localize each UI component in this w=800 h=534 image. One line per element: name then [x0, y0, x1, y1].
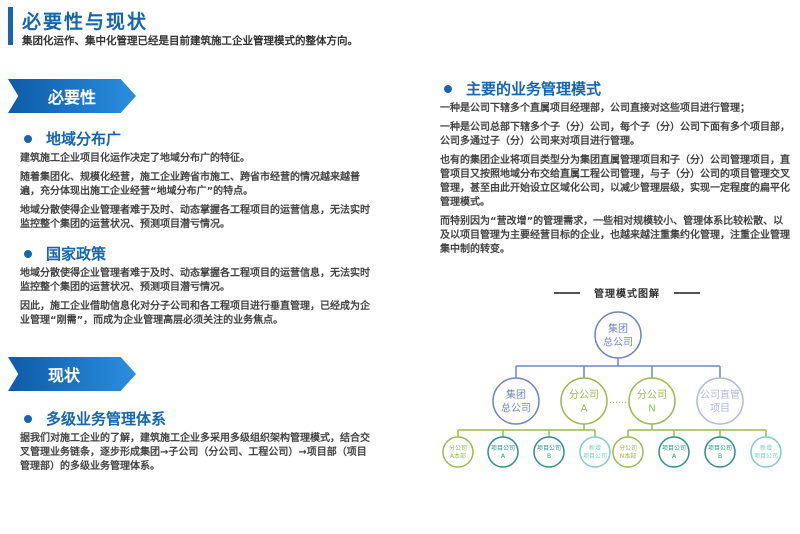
node-label: N本部 — [620, 452, 637, 460]
banner-necessity: 必要性 — [8, 79, 136, 113]
paragraph: 地域分散使得企业管理者难于及时、动态掌握各工程项目的运营信息，无法实时监控整个集… — [20, 205, 370, 230]
page-subtitle: 集团化运作、集中化管理已经是目前建筑施工企业管理模式的整体方向。 — [22, 35, 358, 47]
node-label: 新增 — [760, 444, 772, 452]
section-heading: 地域分布广 — [46, 130, 122, 148]
node-circle — [750, 436, 782, 468]
node-circle — [442, 436, 474, 468]
node-circle — [487, 436, 519, 468]
node-circle — [594, 311, 642, 359]
paragraph: 一种是公司下辖多个直属项目经理部，公司直接对这些项目进行管理； — [440, 103, 750, 114]
section-geographic: 地域分布广 建筑施工企业项目化运作决定了地域分布广的特征。 随着集团化、规模化经… — [20, 128, 370, 237]
node-circle — [492, 377, 540, 425]
paragraph: 而特别因为“营改增”的管理需求，一些相对规模较小、管理体系比较松散、以及以项目管… — [440, 216, 790, 255]
node-circle — [696, 377, 744, 425]
title-accent-bar — [8, 7, 13, 45]
section-heading: 多级业务管理体系 — [46, 410, 167, 428]
section-heading: 主要的业务管理模式 — [466, 80, 602, 98]
section-policy: 国家政策 地域分散使得企业管理者难于及时、动态掌握各工程项目的运营信息，无法实时… — [20, 243, 370, 333]
paragraph: 据我们对施工企业的了解，建筑施工企业多采用多级组织架构管理模式，结合交叉管理业务… — [20, 433, 370, 472]
paragraph: 一种是公司总部下辖多个子（分）公司，每个子（分）公司下面有多个项目部，公司多通过… — [440, 122, 790, 147]
paragraph: 建筑施工企业项目化运作决定了地域分布广的特征。 — [20, 153, 250, 164]
node-label: 项目 — [710, 402, 730, 414]
paragraph: 地域分散使得企业管理者难于及时、动态掌握各工程项目的运营信息，无法实时监控整个集… — [20, 268, 370, 293]
banner-status: 现状 — [8, 357, 136, 391]
paragraph: 随着集团化、规模化经营，施工企业跨省市施工、跨省市经营的情况越来越普遍，充分体现… — [20, 172, 360, 197]
paragraph: 也有的集团企业将项目类型分为集团直属管理项目和子（分）公司管理项目，直管项目又按… — [440, 155, 790, 208]
node-circle — [560, 377, 608, 425]
bullet-icon — [24, 249, 32, 258]
node-label: 项目公司 — [754, 453, 778, 460]
node-circle — [628, 377, 676, 425]
diagram-title-text: 管理模式图解 — [594, 289, 660, 300]
node-label: 公司直管 — [700, 388, 740, 401]
node-label: 分公司 — [569, 389, 599, 401]
node-label: 项目公司 — [662, 445, 686, 452]
paragraph: 因此，施工企业借助信息化对分子公司和各工程项目进行垂直管理，已经成为企业管理“刚… — [20, 301, 370, 326]
node-circle — [579, 436, 611, 468]
node-label: B — [547, 453, 551, 460]
node-label: A — [672, 453, 677, 460]
section-multilevel: 多级业务管理体系 据我们对施工企业的了解，建筑施工企业多采用多级组织架构管理模式… — [20, 408, 370, 479]
node-level2: 分公司 A — [560, 377, 608, 425]
node-label: A本部 — [450, 452, 466, 460]
node-circle — [658, 436, 690, 468]
node-label: B — [718, 453, 722, 460]
node-label: N — [648, 403, 655, 414]
node-label: 项目公司 — [491, 445, 515, 452]
node-label: 总公司 — [603, 335, 633, 348]
diagram-title: 管理模式图解 — [540, 285, 714, 300]
node-circle — [612, 436, 644, 468]
node-circle — [704, 436, 736, 468]
section-management-modes: 主要的业务管理模式 一种是公司下辖多个直属项目经理部，公司直接对这些项目进行管理… — [440, 78, 792, 262]
node-label: 集团 — [608, 322, 628, 335]
bullet-icon — [24, 414, 32, 423]
node-label: 项目公司 — [708, 445, 732, 452]
node-label: 项目公司 — [583, 453, 607, 460]
node-label: A — [581, 403, 588, 414]
node-label: 分公司 — [619, 444, 637, 452]
node-label: 项目公司 — [537, 445, 561, 452]
node-label: 总公司 — [501, 401, 531, 414]
node-circle — [533, 436, 565, 468]
node-label: A — [501, 453, 506, 460]
node-label: 分公司 — [449, 444, 467, 452]
ellipsis: …… — [609, 396, 627, 406]
bullet-icon — [444, 84, 452, 93]
node-level2: 分公司 N — [628, 377, 676, 425]
node-label: 新增 — [589, 444, 601, 452]
bullet-icon — [24, 134, 32, 143]
page-title: 必要性与现状 — [22, 11, 149, 33]
node-label: 分公司 — [637, 389, 667, 401]
node-label: 集团 — [506, 388, 526, 401]
section-heading: 国家政策 — [46, 245, 107, 263]
